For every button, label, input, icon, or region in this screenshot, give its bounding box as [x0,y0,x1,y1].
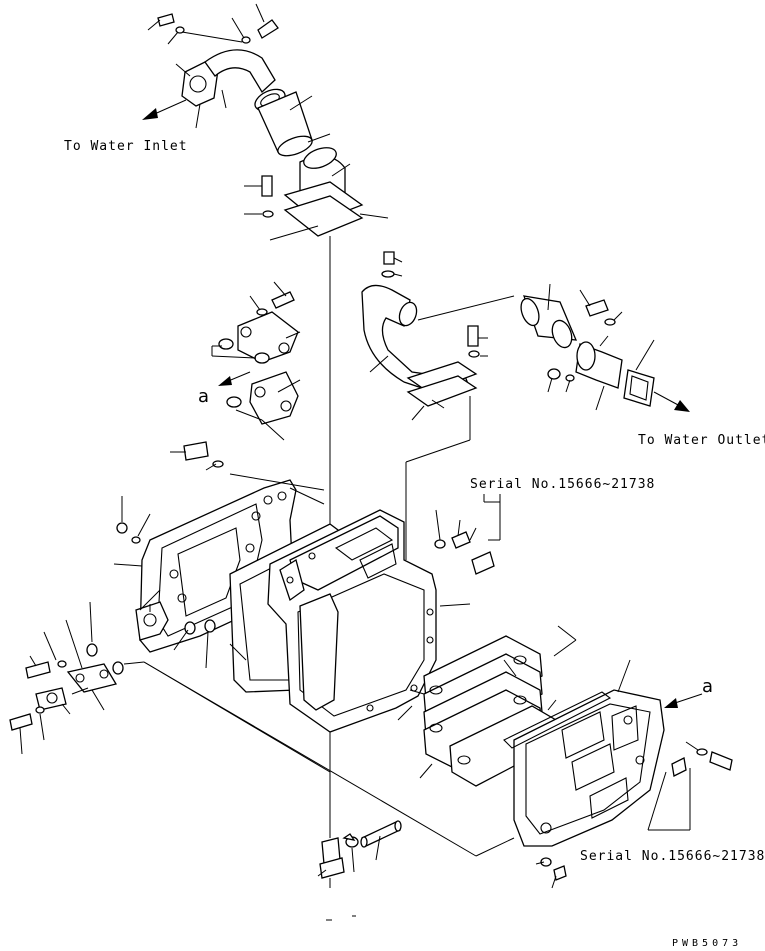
water-inlet-arrow [142,99,187,120]
outlet-connector [547,299,655,407]
cooler-housing [267,509,437,733]
right-plate-leader [617,659,631,693]
housing-leader [439,603,471,607]
left-front-leaders [19,589,209,755]
small-cover-upper [218,291,299,364]
inlet-hose [257,91,313,157]
drain-hose [360,820,402,848]
inlet-leader-lines [147,3,389,241]
outlet-bent-pipe [361,284,478,407]
lower-nuts [535,857,567,889]
inlet-connector-flange [283,147,364,237]
water-outlet-label: To Water Outlet [638,433,765,448]
inlet-bolts [157,13,279,218]
cooler-elements [423,635,557,787]
right-cover-plate [513,689,665,847]
left-plate-bolts [116,441,224,544]
drain-valve [319,833,359,888]
outlet-hose [520,295,578,349]
inlet-elbow-pipe [181,49,286,112]
left-plate-leaders [113,451,325,567]
small-cover-lower [226,371,299,425]
serial-lower-label: Serial No.15666~21738 [580,849,765,864]
serial-upper-bracket [434,494,501,575]
serial-lower-bracket [647,757,691,831]
right-bolt [685,741,733,771]
small-cover-leaders [211,281,301,441]
drain-leaders [317,835,381,921]
ref-a-left: a [198,386,209,407]
outlet-bolts [381,251,480,358]
left-bracket [35,663,118,711]
serial-upper-label: Serial No.15666~21738 [470,477,655,492]
left-front-cover [86,601,216,675]
outlet-diag-leader [405,439,471,463]
left-lower-bolts [9,660,67,731]
right-gasket-leader [503,659,517,677]
long-diagonal-leaders [123,643,515,857]
right-gasket [503,691,612,749]
ref-a-right: a [702,676,713,697]
cooler-element-leaders [397,625,577,779]
drawing-code: PWB5073 [672,938,742,949]
water-outlet-arrow [653,391,690,412]
ref-a-left-arrow [218,371,251,386]
water-inlet-label: To Water Inlet [64,139,188,154]
outlet-leaders [369,257,655,421]
ref-a-right-arrow [664,693,703,708]
